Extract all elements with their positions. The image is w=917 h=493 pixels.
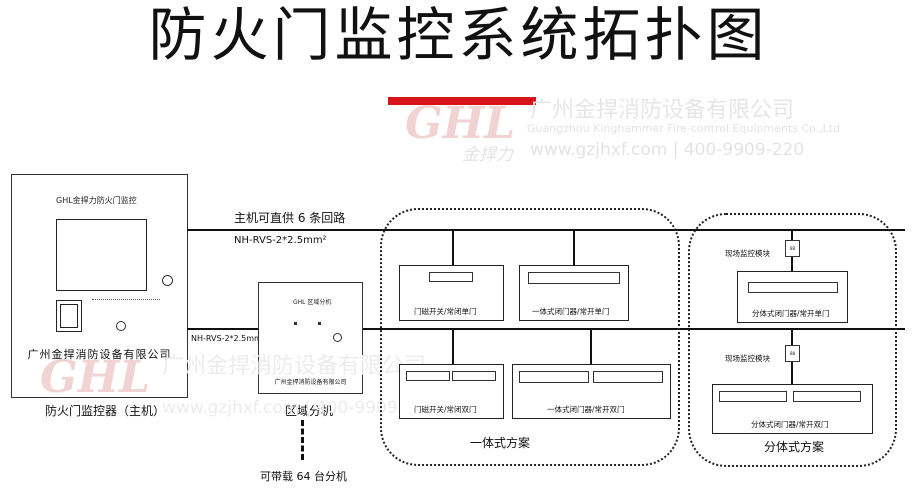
watermark-web-phone: www.gzjhxf.com | 400-9909-220 [530, 140, 805, 160]
host-key-icon [116, 321, 126, 331]
site-module-1: 88 [785, 240, 800, 257]
magnet-switch [429, 272, 473, 282]
split-closer-left [719, 391, 787, 402]
watermark-company-2: 广州金捍消防设备有限公司 [162, 354, 427, 379]
bus-top-cable: NH-RVS-2*2.5mm² [234, 235, 327, 246]
closer-body [528, 272, 620, 284]
split-label-2: 分体式闭门器/常开双门 [751, 420, 829, 429]
zone-indicator-2 [318, 322, 321, 325]
site-module-2: 88 [785, 345, 800, 362]
integrated-group [380, 208, 680, 466]
split-caption: 分体式方案 [764, 440, 825, 454]
int-label-3: 门磁开关/常闭双门 [414, 405, 477, 414]
split-closer [748, 282, 838, 293]
host-company: 广州金捍消防设备有限公司 [27, 348, 172, 361]
int-label-4: 一体式闭门器/常开双门 [547, 405, 625, 414]
watermark-company: 广州金捍消防设备有限公司 [530, 98, 795, 123]
int-box-4: 一体式闭门器/常开双门 [512, 364, 671, 419]
host-indicators [92, 299, 160, 306]
int-label-2: 一体式闭门器/常开单门 [532, 307, 610, 316]
conn-int-1 [452, 231, 454, 265]
watermark-logo-2: GHL [40, 352, 151, 403]
split-box-1: 分体式闭门器/常开单门 [737, 271, 848, 323]
closer-right [593, 371, 663, 383]
integrated-caption: 一体式方案 [470, 436, 531, 450]
watermark-logo: GHL [405, 98, 516, 149]
int-label-1: 门磁开关/常闭单门 [414, 307, 477, 316]
split-box-2: 分体式闭门器/常开双门 [712, 384, 873, 434]
zone-capacity: 可带载 64 台分机 [260, 470, 347, 483]
magnet-switch-left [406, 371, 450, 381]
zone-lock-icon [333, 333, 342, 342]
magnet-switch-right [452, 371, 496, 381]
zone-company: 广州金捍消防设备有限公司 [274, 379, 347, 386]
split-closer-right [793, 391, 861, 402]
closer-left [519, 371, 589, 383]
host-printer [56, 300, 82, 332]
host-lock-icon [162, 275, 173, 286]
conn-int-2 [573, 231, 575, 265]
site-module-2-label: 现场监控模块 [725, 354, 770, 363]
watermark-company-en: Guangzhou Kinghammer Fire-control Equipm… [527, 122, 841, 135]
bus-middle [187, 328, 905, 330]
split-group [688, 213, 897, 467]
site-module-1-label: 现场监控模块 [725, 249, 770, 258]
int-box-1: 门磁开关/常闭单门 [399, 265, 504, 321]
zone-extension-dash [301, 420, 304, 460]
host-controller: GHL金捍力防火门监控 广州金捍消防设备有限公司 [11, 174, 188, 398]
host-caption: 防火门监控器（主机） [45, 404, 166, 418]
title-underline [388, 97, 536, 105]
zone-unit: GHL 区域分机 广州金捍消防设备有限公司 [258, 282, 363, 394]
conn-int-3 [452, 330, 454, 364]
watermark-web-phone-2: www.gzjhxf.com | 400-9909-220 [162, 398, 437, 418]
int-box-3: 门磁开关/常闭双门 [399, 364, 504, 419]
bus-middle-cable: NH-RVS-2*2.5mm² [191, 334, 266, 343]
zone-indicator-1 [294, 322, 297, 325]
zone-panel-title: GHL 区域分机 [293, 299, 332, 306]
host-screen [56, 219, 147, 291]
zone-caption: 区域分机 [285, 404, 334, 418]
bus-top [187, 229, 905, 231]
conn-int-4 [590, 330, 592, 364]
int-box-2: 一体式闭门器/常开单门 [519, 265, 629, 321]
page-title: 防火门监控系统拓扑图 [148, 1, 769, 69]
watermark-brand: 金捍力 [462, 145, 513, 165]
host-panel-title: GHL金捍力防火门监控 [56, 196, 137, 205]
split-label-1: 分体式闭门器/常开单门 [752, 309, 830, 318]
bus-top-label: 主机可直供 6 条回路 [234, 211, 346, 225]
